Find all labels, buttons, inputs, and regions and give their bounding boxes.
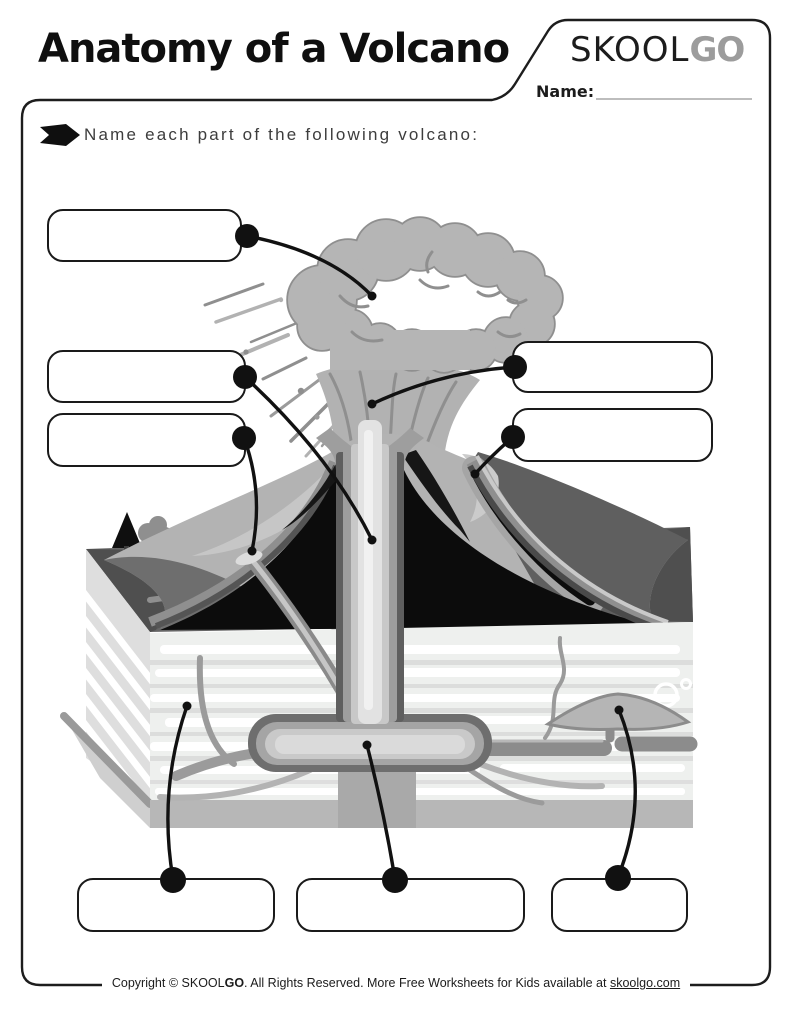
answer-box-5[interactable] (512, 408, 713, 462)
footer-link[interactable]: skoolgo.com (609, 976, 681, 990)
brand-logo: SKOOLGO (570, 30, 745, 70)
dike-branch (196, 655, 237, 767)
conduit-pipe (316, 420, 424, 724)
block-base (60, 712, 693, 828)
footer-copyright: Copyright © SKOOL (111, 976, 225, 990)
name-label: Name: (536, 82, 595, 101)
content-frame-border (20, 18, 772, 987)
rock-bubble-small-icon (680, 678, 692, 690)
leader-anchor-dots (160, 224, 631, 893)
answer-box-3[interactable] (47, 413, 246, 467)
answer-box-1[interactable] (47, 209, 242, 262)
answer-box-4[interactable] (512, 341, 713, 393)
brand-logo-go: GO (689, 30, 745, 70)
page-title: Anatomy of a Volcano (38, 26, 510, 72)
magma-root-shadow (338, 765, 416, 828)
arrow-right-icon (40, 124, 80, 146)
rock-bubble-icon (653, 682, 679, 708)
eruption-column (316, 361, 480, 462)
footer-brand-bold: GO (224, 976, 245, 990)
name-input-line[interactable] (596, 98, 752, 100)
volcano-illustration (47, 209, 713, 932)
instruction-text: Name each part of the following volcano: (84, 125, 480, 144)
answer-box-7[interactable] (296, 878, 525, 932)
answer-box-2[interactable] (47, 350, 246, 403)
brand-logo-skool: SKOOL (570, 30, 690, 70)
cone-interior-cross-section (148, 450, 669, 632)
ash-cloud (286, 216, 564, 374)
answer-boxes (47, 209, 713, 932)
footer-middle: . All Rights Reserved. More Free Workshe… (244, 976, 610, 990)
block-left-face (86, 549, 150, 802)
leader-lines (166, 234, 637, 880)
footer: Copyright © SKOOLGO. All Rights Reserved… (0, 972, 792, 990)
